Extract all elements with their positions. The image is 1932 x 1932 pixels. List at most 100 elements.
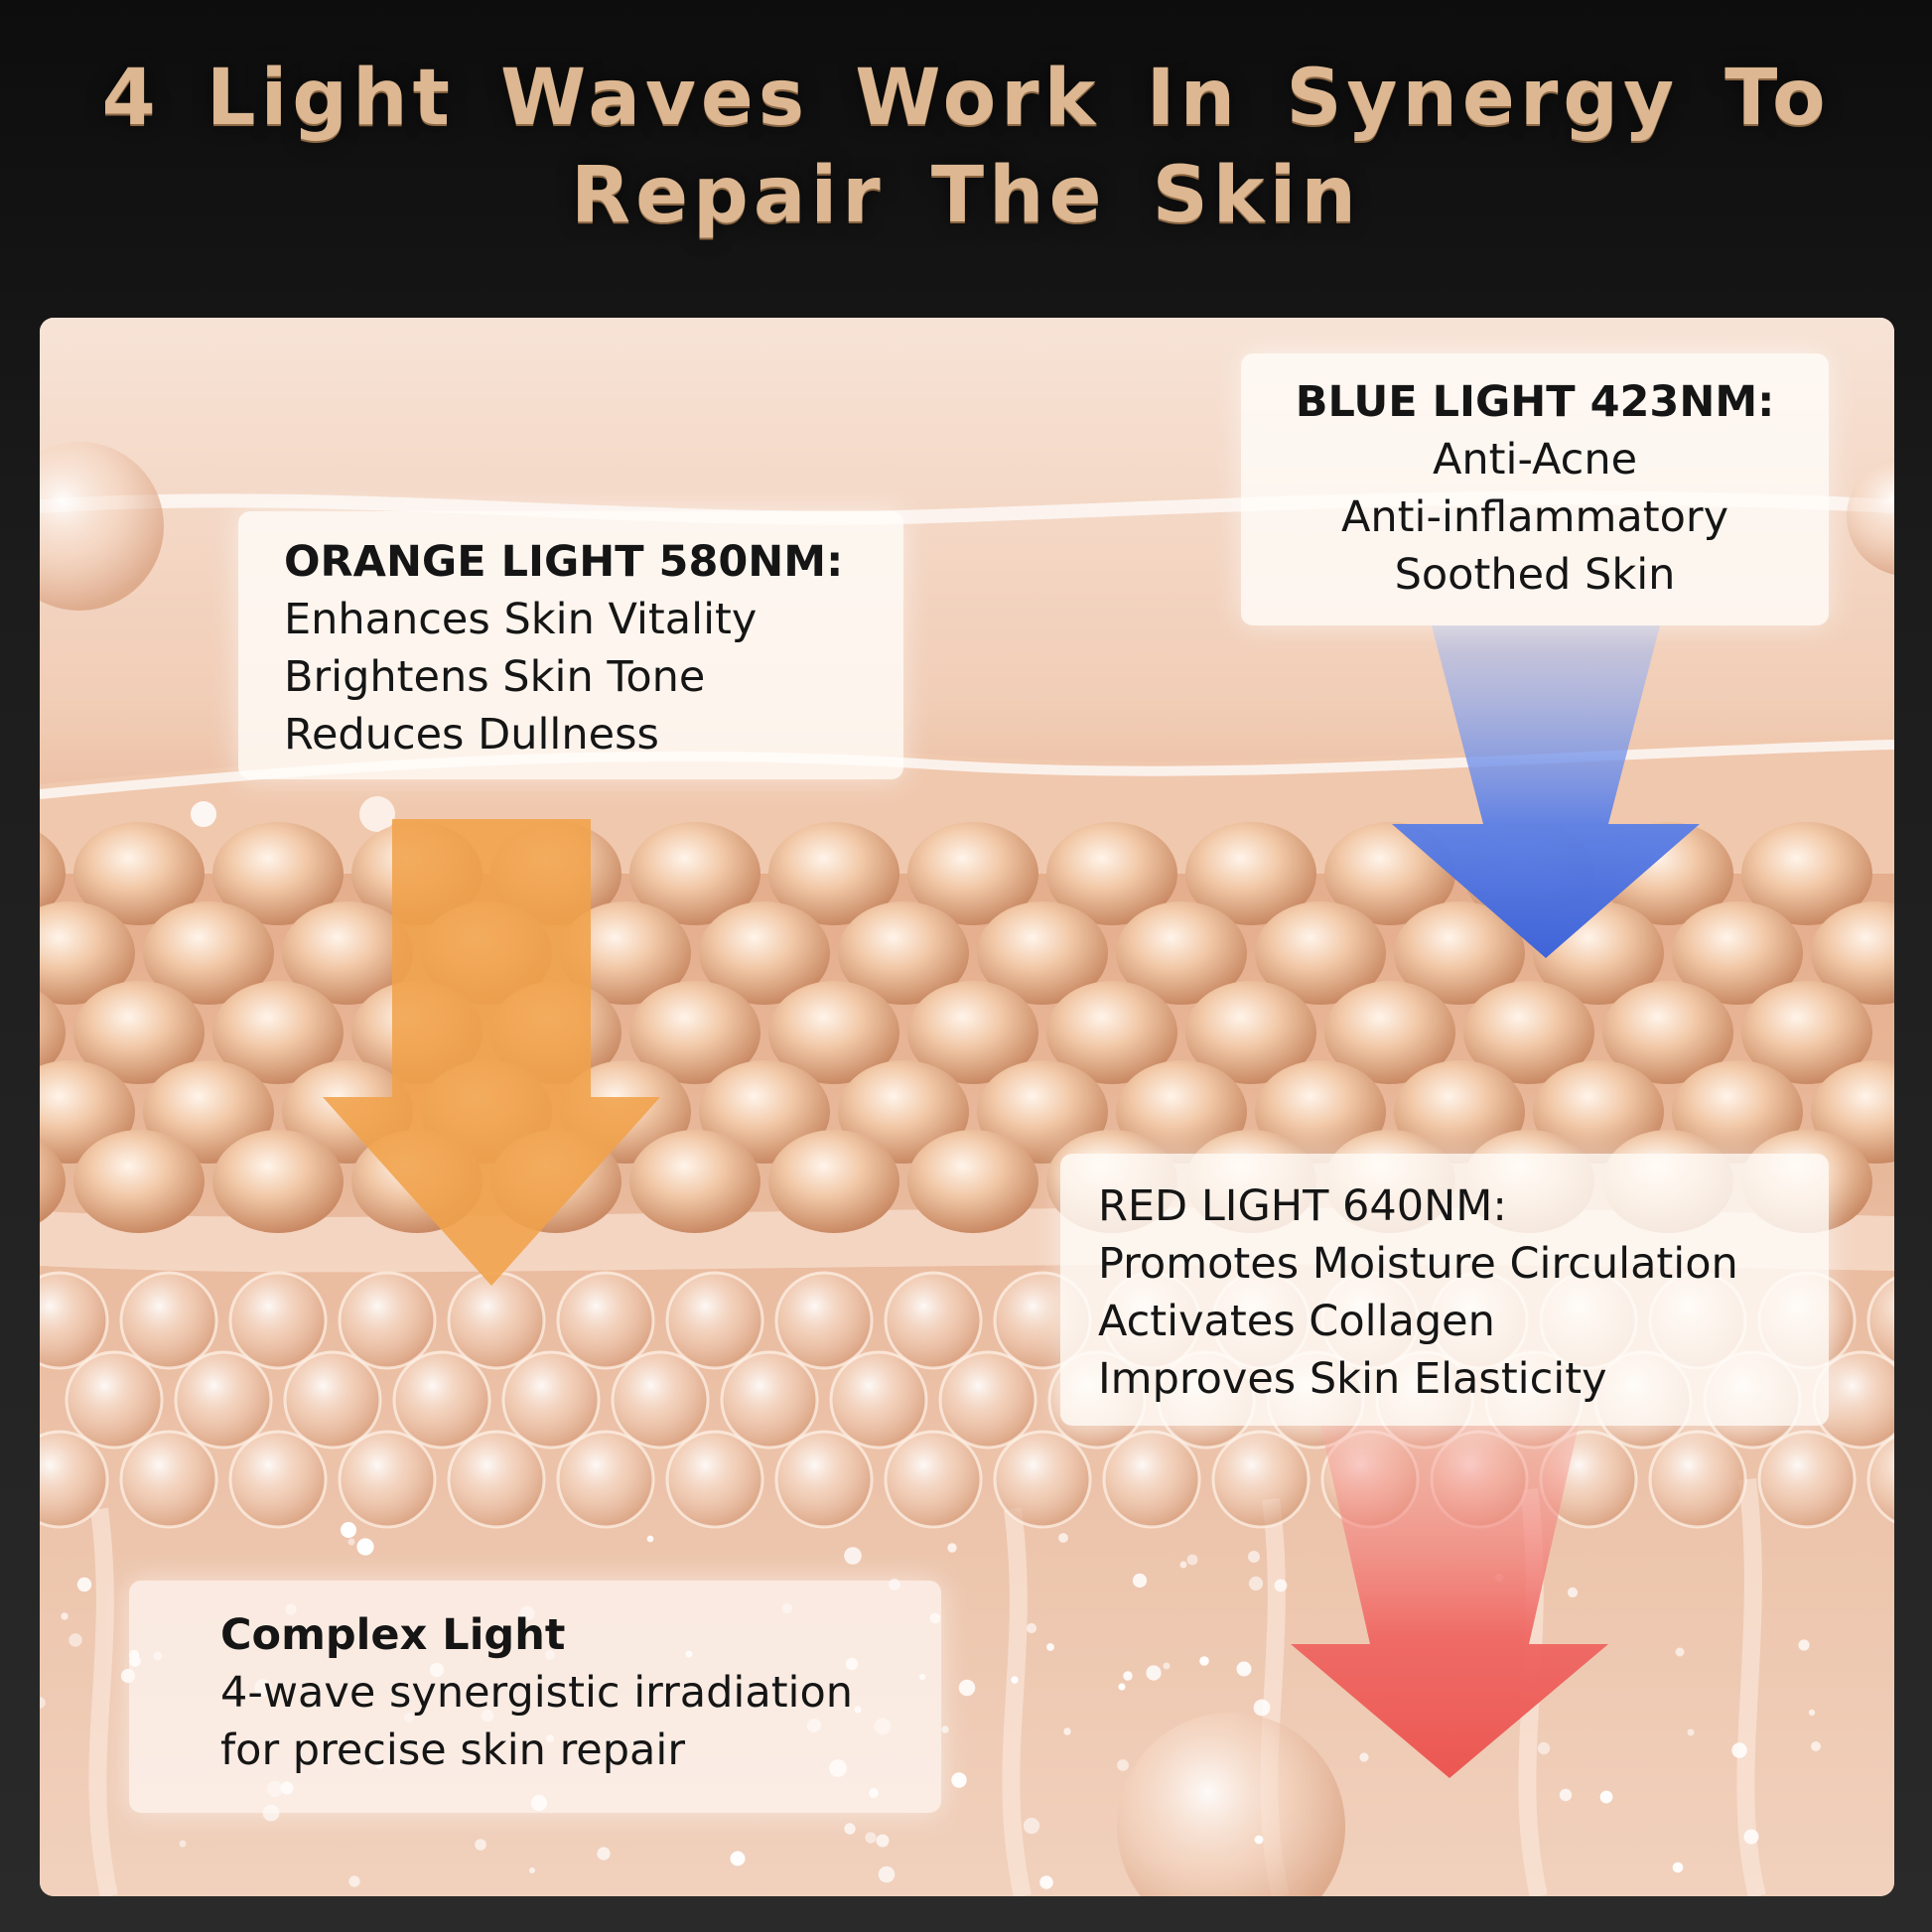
moisture-bubble bbox=[65, 1350, 164, 1449]
sparkle-dot bbox=[529, 1867, 535, 1873]
sparkle-dot bbox=[40, 1697, 46, 1709]
sparkle-dot bbox=[1026, 1622, 1037, 1634]
skin-cell bbox=[1185, 822, 1316, 925]
red-light-benefit: Activates Collagen bbox=[1098, 1297, 1495, 1346]
sparkle-dot bbox=[844, 1823, 856, 1835]
sparkle-dot bbox=[865, 1832, 877, 1844]
sparkle-dot bbox=[1236, 1661, 1252, 1677]
moisture-bubble bbox=[283, 1350, 382, 1449]
sparkle-dot bbox=[958, 1679, 976, 1697]
skin-illustration-panel: ORANGE LIGHT 580NM: Enhances Skin Vitali… bbox=[40, 318, 1894, 1896]
skin-cell bbox=[1116, 1060, 1247, 1164]
orange-light-benefit: Reduces Dullness bbox=[284, 710, 659, 759]
skin-cell bbox=[1185, 981, 1316, 1084]
moisture-bubble bbox=[338, 1271, 437, 1370]
skin-cell bbox=[629, 981, 760, 1084]
sparkle-dot bbox=[1063, 1727, 1071, 1735]
sparkle-dot bbox=[1798, 1639, 1810, 1651]
moisture-bubble bbox=[774, 1271, 874, 1370]
moisture-bubble bbox=[938, 1350, 1037, 1449]
skin-cell bbox=[629, 1130, 760, 1233]
sparkle-dot bbox=[1731, 1742, 1747, 1758]
sparkle-dot bbox=[1199, 1656, 1209, 1666]
moisture-bubble bbox=[884, 1430, 983, 1529]
sparkle-dot bbox=[69, 1633, 82, 1647]
sparkle-dot bbox=[475, 1839, 486, 1851]
skin-cell bbox=[1672, 1060, 1803, 1164]
sparkle-dot bbox=[1567, 1587, 1579, 1598]
skin-cell bbox=[1116, 901, 1247, 1005]
sparkle-dot bbox=[1537, 1741, 1551, 1755]
sparkle-dot bbox=[179, 1840, 187, 1848]
skin-cell bbox=[1046, 822, 1177, 925]
skin-cell bbox=[768, 822, 899, 925]
moisture-bubble bbox=[40, 1430, 109, 1529]
moisture-bubble bbox=[501, 1350, 601, 1449]
skin-cell bbox=[907, 1130, 1038, 1233]
skin-cell bbox=[1324, 981, 1455, 1084]
sparkle-dot bbox=[1254, 1835, 1264, 1845]
moisture-bubble bbox=[556, 1430, 655, 1529]
orange-light-benefit: Enhances Skin Vitality bbox=[284, 595, 758, 644]
moisture-bubble bbox=[174, 1350, 273, 1449]
skin-cell bbox=[212, 1130, 344, 1233]
moisture-bubble bbox=[392, 1350, 491, 1449]
moisture-bubble bbox=[1757, 1430, 1857, 1529]
sparkle-dot bbox=[347, 1538, 355, 1546]
moisture-bubble bbox=[1866, 1435, 1894, 1524]
sparkle-dot bbox=[878, 1865, 896, 1883]
skin-cell bbox=[907, 981, 1038, 1084]
skin-cell bbox=[212, 981, 344, 1084]
sparkle-dot bbox=[1248, 1551, 1260, 1563]
sparkle-dot bbox=[1359, 1752, 1369, 1762]
skin-cell bbox=[73, 822, 205, 925]
red-light-benefit: Promotes Moisture Circulation bbox=[1098, 1239, 1738, 1289]
skin-cell bbox=[40, 901, 135, 1005]
complex-light-heading: Complex Light bbox=[220, 1610, 566, 1660]
blue-arrow-icon bbox=[1392, 625, 1700, 958]
sparkle-dot bbox=[1811, 1741, 1821, 1751]
sparkle-dot bbox=[1117, 1759, 1129, 1771]
sparkle-dot bbox=[1675, 1647, 1685, 1657]
skin-cell bbox=[838, 901, 969, 1005]
moisture-bubble bbox=[720, 1350, 819, 1449]
skin-cell bbox=[1533, 1060, 1664, 1164]
moisture-bubble bbox=[228, 1271, 328, 1370]
skin-cell bbox=[1741, 981, 1872, 1084]
moisture-bubble bbox=[40, 1271, 109, 1370]
sparkle-dot bbox=[1011, 1676, 1019, 1684]
skin-cell bbox=[1672, 901, 1803, 1005]
moisture-bubble bbox=[1648, 1430, 1747, 1529]
orange-light-heading: ORANGE LIGHT 580NM: bbox=[284, 537, 844, 587]
complex-light-description: for precise skin repair bbox=[220, 1725, 686, 1775]
skin-cell bbox=[1602, 981, 1733, 1084]
moisture-bubble bbox=[774, 1430, 874, 1529]
moisture-bubble bbox=[119, 1430, 218, 1529]
moisture-bubble bbox=[228, 1430, 328, 1529]
sparkle-dot bbox=[76, 1577, 92, 1592]
sparkle-dot bbox=[1186, 1554, 1198, 1566]
headline-line-2: Repair The Skin bbox=[571, 151, 1361, 240]
skin-cell bbox=[838, 1060, 969, 1164]
sparkle-dot bbox=[1039, 1875, 1053, 1889]
moisture-bubble bbox=[611, 1350, 710, 1449]
sparkle-dot bbox=[597, 1847, 611, 1861]
sparkle-dot bbox=[341, 1522, 356, 1538]
moisture-bubble bbox=[447, 1430, 546, 1529]
page-headline: 4 Light Waves Work In Synergy To Repair … bbox=[0, 50, 1932, 244]
blue-light-benefit: Anti-inflammatory bbox=[1340, 492, 1729, 542]
sparkle-dot bbox=[941, 1725, 949, 1733]
skin-cell bbox=[73, 1130, 205, 1233]
sparkle-dot bbox=[1046, 1643, 1054, 1651]
sparkle-dot bbox=[1123, 1671, 1133, 1681]
blue-light-card: BLUE LIGHT 423NM: Anti-Acne Anti-inflamm… bbox=[1241, 353, 1829, 625]
moisture-bubble bbox=[665, 1271, 764, 1370]
sparkle-dot bbox=[356, 1538, 374, 1556]
sparkle-dot bbox=[1118, 1683, 1126, 1691]
skin-cell bbox=[1741, 822, 1872, 925]
sparkle-dot bbox=[348, 1875, 360, 1887]
skin-cell bbox=[143, 1060, 274, 1164]
moisture-bubble bbox=[1102, 1430, 1201, 1529]
complex-light-card: Complex Light 4-wave synergistic irradia… bbox=[129, 1581, 941, 1813]
sparkle-dot bbox=[876, 1834, 890, 1848]
